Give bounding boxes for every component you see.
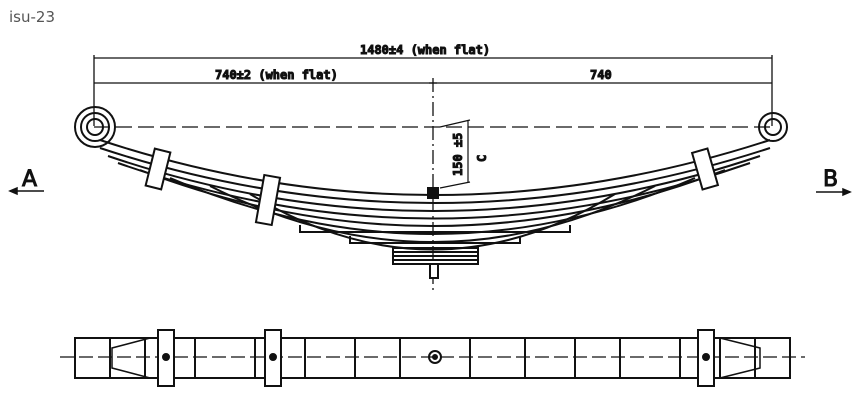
drawing-title: isu-23 [9,8,55,26]
view-marker-b: B [823,167,838,192]
right-half-dim: 740 [590,68,612,82]
overall-length-dim: 1480±4 (when flat) [360,43,490,57]
plan-view [60,329,805,387]
right-eye [758,112,788,142]
clamps [144,147,720,279]
left-half-dim: 740±2 (when flat) [215,68,338,82]
camber-label: C [475,155,489,162]
view-marker-a: A [22,167,37,192]
dimension-lines [93,55,773,290]
spring-leaves [99,139,771,265]
left-eye [74,106,116,148]
camber-dim: 150 ±5 [451,133,465,176]
